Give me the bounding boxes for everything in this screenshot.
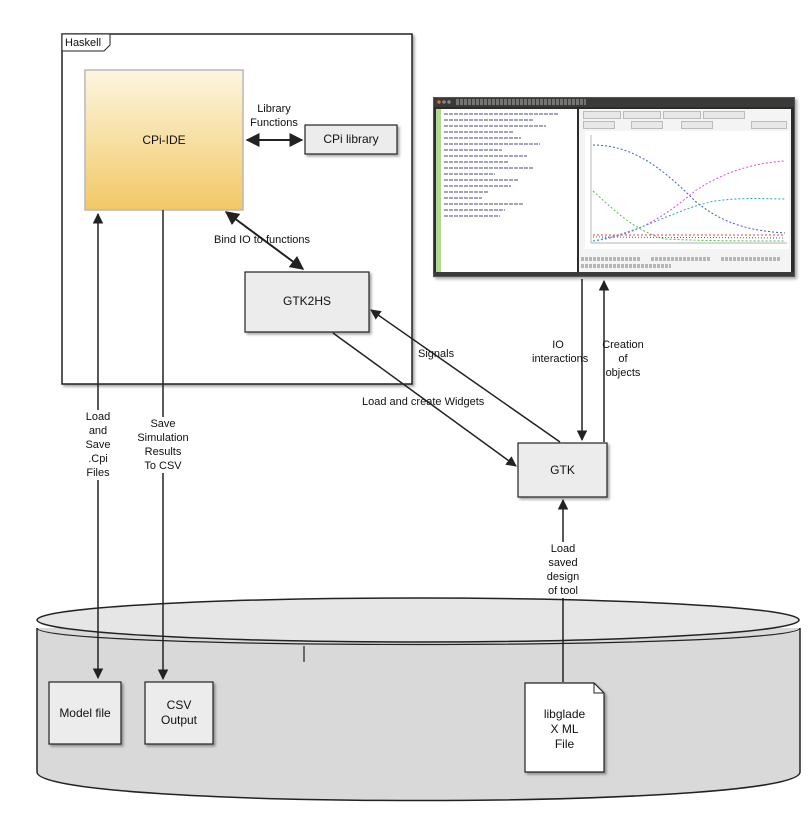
model-file-label: Model file (59, 706, 111, 720)
editor-gutter (436, 109, 441, 272)
gtk-label: GTK (550, 463, 575, 477)
model-file-box (48, 681, 122, 745)
window-title-placeholder (456, 99, 586, 105)
plot-legend (581, 257, 789, 269)
arrow-ide-gtk2hs (224, 211, 305, 270)
io-interactions-label: IO interactions (532, 339, 589, 365)
cpi-ide-box (84, 69, 244, 211)
gtk-box (517, 442, 608, 498)
bind-io-label: Bind IO to functions (214, 234, 310, 246)
cpi-library-box (304, 124, 398, 155)
library-functions-label: Library Functions (250, 103, 298, 129)
screenshot-code-editor (436, 109, 577, 272)
arrow-gtk-to-gtk2hs-signals (370, 309, 561, 443)
save-simulation-results-label: Save Simulation Results To CSV (133, 417, 193, 473)
plot-toolbar (581, 111, 789, 129)
signals-label: Signals (418, 348, 455, 360)
gtk2hs-box (244, 271, 370, 333)
window-controls-icon (437, 100, 451, 105)
arrow-gtk2hs-to-gtk-widgets (332, 332, 517, 467)
libglade-document-icon (524, 682, 605, 773)
load-saved-design-label: Load saved design of tool (540, 542, 586, 598)
cpi-library-label: CPi library (323, 132, 379, 146)
storage-cylinder (36, 597, 801, 802)
screenshot-titlebar (434, 98, 794, 107)
gtk2hs-label: GTK2HS (282, 294, 331, 308)
code-lines (444, 113, 572, 221)
screenshot-statusbar (434, 272, 794, 276)
creation-of-objects-label: Creation of objects (602, 339, 644, 379)
screenshot-plot (585, 131, 789, 249)
screenshot-plot-pane (579, 109, 791, 272)
cpi-ide-label: CPi-IDE (142, 133, 186, 147)
application-window-screenshot (433, 97, 795, 277)
haskell-frame-label: Haskell (65, 37, 102, 49)
load-save-cpi-label: Load and Save .Cpi Files (80, 410, 116, 480)
libglade-file-label: libglade X ML File (543, 707, 586, 751)
load-create-widgets-label: Load and create Widgets (362, 396, 485, 408)
csv-output-label: CSV Output (160, 698, 198, 727)
csv-output-box (144, 681, 214, 745)
